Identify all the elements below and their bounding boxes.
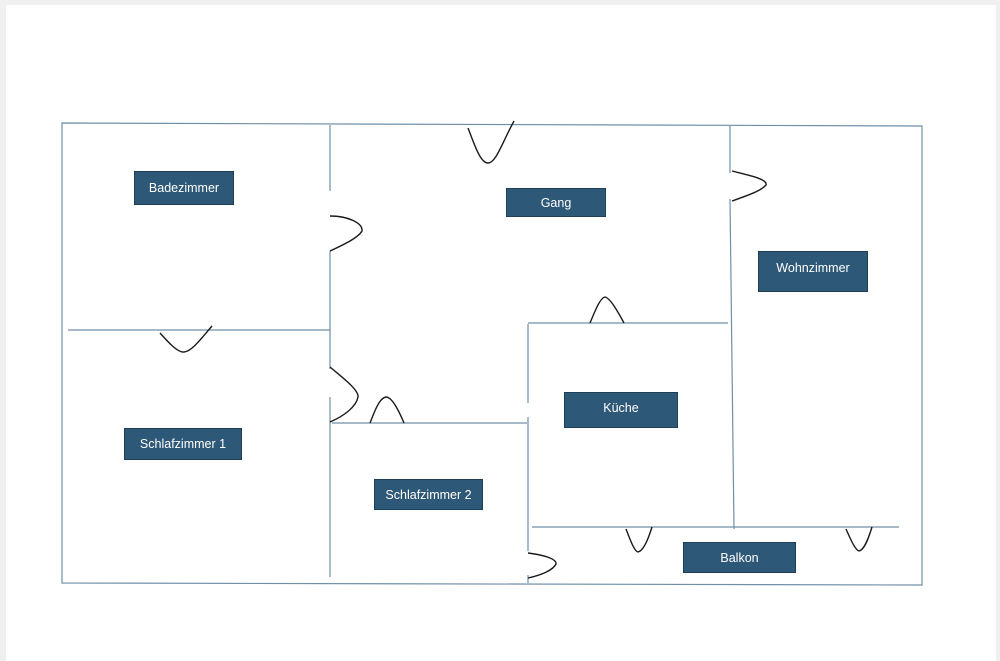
room-label-kueche: Küche [564,392,678,428]
wall-gang-wohnzimmer-lower [729,198,735,530]
door-balkon-right [845,526,873,552]
room-label-wohnzimmer: Wohnzimmer [758,251,868,292]
walls [61,122,923,586]
door-gang-top [467,120,515,164]
room-label-gang: Gang [506,188,606,217]
room-label-schlafzimmer1: Schlafzimmer 1 [124,428,242,460]
floor-plan [61,120,923,586]
room-label-schlafzimmer2: Schlafzimmer 2 [374,479,483,510]
door-balkon-kitchen [625,526,653,553]
door-schlafzimmer2 [369,396,405,424]
outer-wall [61,122,923,586]
drawing-canvas: Badezimmer Gang Wohnzimmer Küche Schlafz… [6,5,996,661]
doors [159,120,873,579]
room-label-balkon: Balkon [683,542,796,573]
door-wohnzimmer [731,170,767,202]
door-balkon-left [527,552,557,579]
room-label-badezimmer: Badezimmer [134,171,234,205]
door-badezimmer [329,215,363,252]
door-gang-left [329,366,359,423]
door-kueche [589,296,625,324]
door-schlafzimmer1 [159,325,213,353]
